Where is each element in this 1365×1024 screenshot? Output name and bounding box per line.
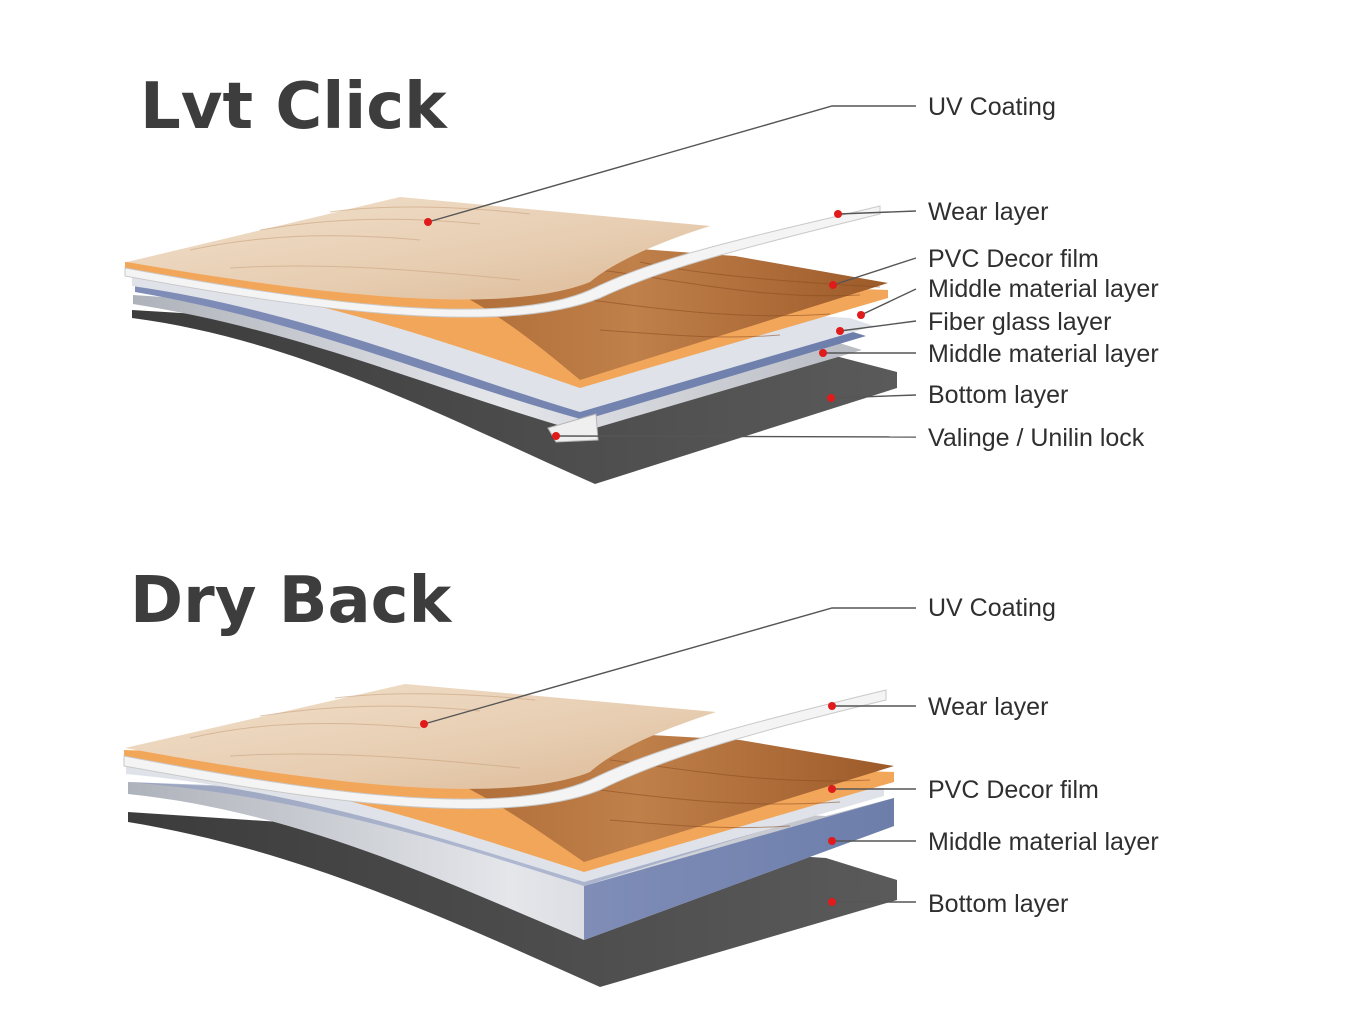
label-wear-layer: Wear layer	[928, 693, 1048, 721]
label-uv-coating: UV Coating	[928, 594, 1056, 622]
marker-dots-dry-back	[420, 702, 836, 906]
label-uv-coating: UV Coating	[928, 93, 1056, 121]
label-fiber-glass-layer: Fiber glass layer	[928, 308, 1111, 336]
uv-coating-shape	[125, 684, 716, 789]
middle-material-face	[584, 798, 894, 940]
section-dry-back: Dry Back	[123, 564, 1159, 987]
label-pvc-decor-film: PVC Decor film	[928, 776, 1099, 804]
uv-coating-shape	[127, 197, 710, 300]
label-wear-layer: Wear layer	[928, 198, 1048, 226]
wear-layer-shape	[123, 689, 887, 810]
wear-layer-shape	[124, 205, 881, 318]
section-title-dry-back: Dry Back	[130, 564, 453, 638]
label-bottom-layer: Bottom layer	[928, 381, 1068, 409]
section-lvt-click: Lvt Click	[124, 70, 1159, 484]
leader-lines-lvt-click	[427, 105, 917, 438]
uv-wood-grain	[189, 693, 536, 769]
marker-dots-lvt-click	[424, 210, 865, 440]
uv-wood-grain	[189, 206, 531, 281]
leader-lines-dry-back	[423, 607, 916, 903]
label-click-lock: Valinge / Unilin lock	[928, 424, 1145, 452]
label-middle-material-layer: Middle material layer	[928, 275, 1159, 303]
label-middle-material-layer: Middle material layer	[928, 828, 1159, 856]
label-pvc-decor-film: PVC Decor film	[928, 245, 1099, 273]
section-title-lvt-click: Lvt Click	[140, 70, 448, 144]
label-middle-material-layer-2: Middle material layer	[928, 340, 1159, 368]
label-bottom-layer: Bottom layer	[928, 890, 1068, 918]
